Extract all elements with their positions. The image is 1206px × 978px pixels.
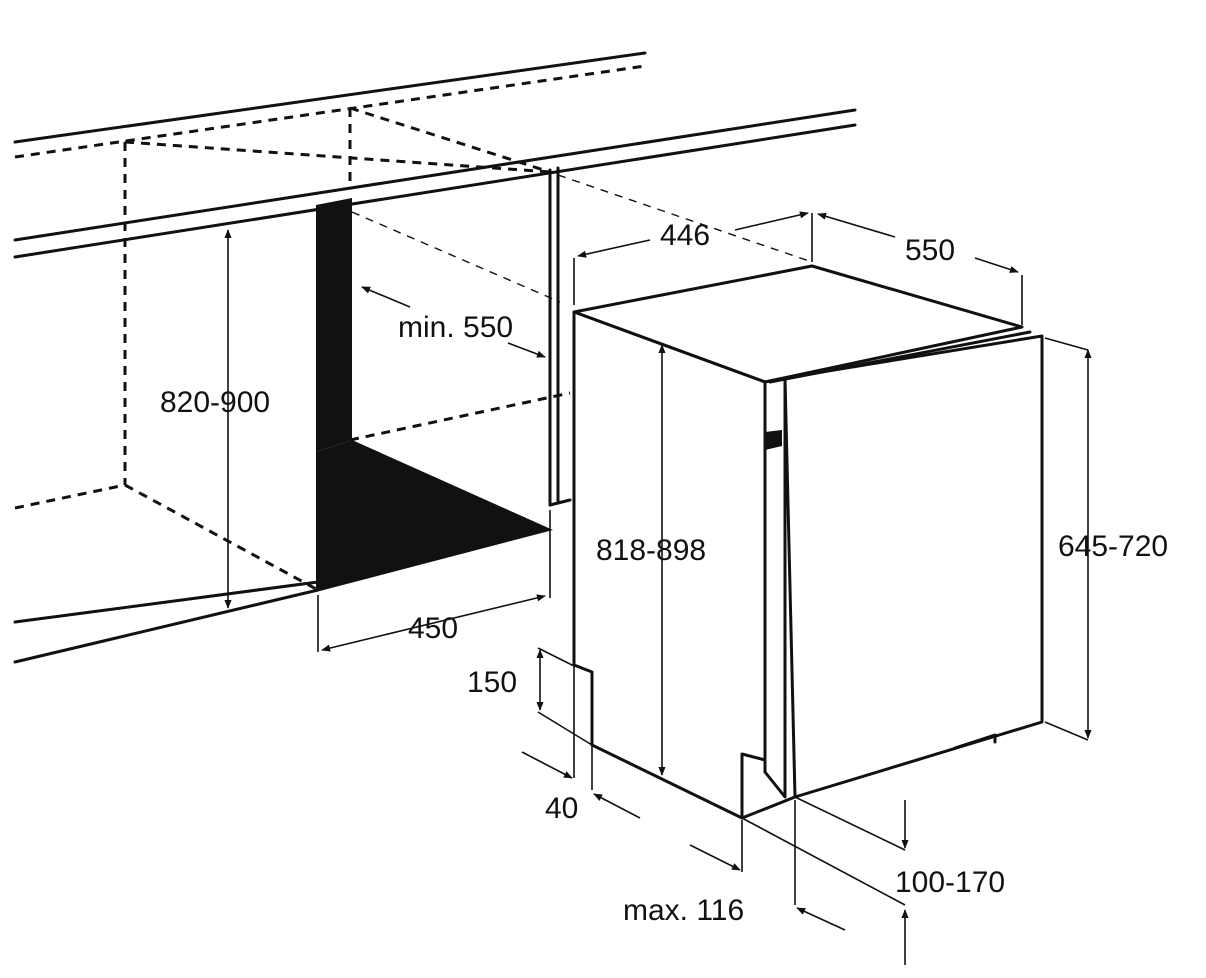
worktop bbox=[13, 51, 857, 259]
label-appliance-height: 818-898 bbox=[596, 534, 706, 567]
label-niche-height: 820-900 bbox=[160, 386, 270, 419]
floor-line bbox=[13, 580, 320, 624]
door-handle-icon bbox=[765, 430, 782, 450]
dimension-lines bbox=[224, 174, 1092, 965]
label-appliance-width: 446 bbox=[660, 219, 710, 252]
dishwasher bbox=[572, 264, 1044, 820]
label-plinth-offset: 40 bbox=[545, 792, 578, 825]
kitchen-niche bbox=[13, 51, 857, 664]
label-plinth-gap: 100-170 bbox=[895, 866, 1005, 899]
door-bottom-step bbox=[740, 795, 797, 820]
dimension-labels: 820-900 min. 550 450 446 550 818-898 645… bbox=[160, 219, 1168, 927]
label-niche-depth: min. 550 bbox=[398, 311, 513, 344]
label-niche-width: 450 bbox=[408, 612, 458, 645]
label-door-offset: max. 116 bbox=[623, 894, 744, 927]
niche-side-wall bbox=[316, 198, 352, 452]
cabinet-hidden-edges bbox=[14, 108, 571, 592]
label-door-height: 645-720 bbox=[1058, 530, 1168, 563]
floor-line-front bbox=[13, 588, 320, 664]
label-plinth-height: 150 bbox=[467, 666, 517, 699]
appliance-door bbox=[783, 334, 1044, 799]
label-appliance-depth: 550 bbox=[905, 234, 955, 267]
niche-floor bbox=[316, 440, 553, 592]
